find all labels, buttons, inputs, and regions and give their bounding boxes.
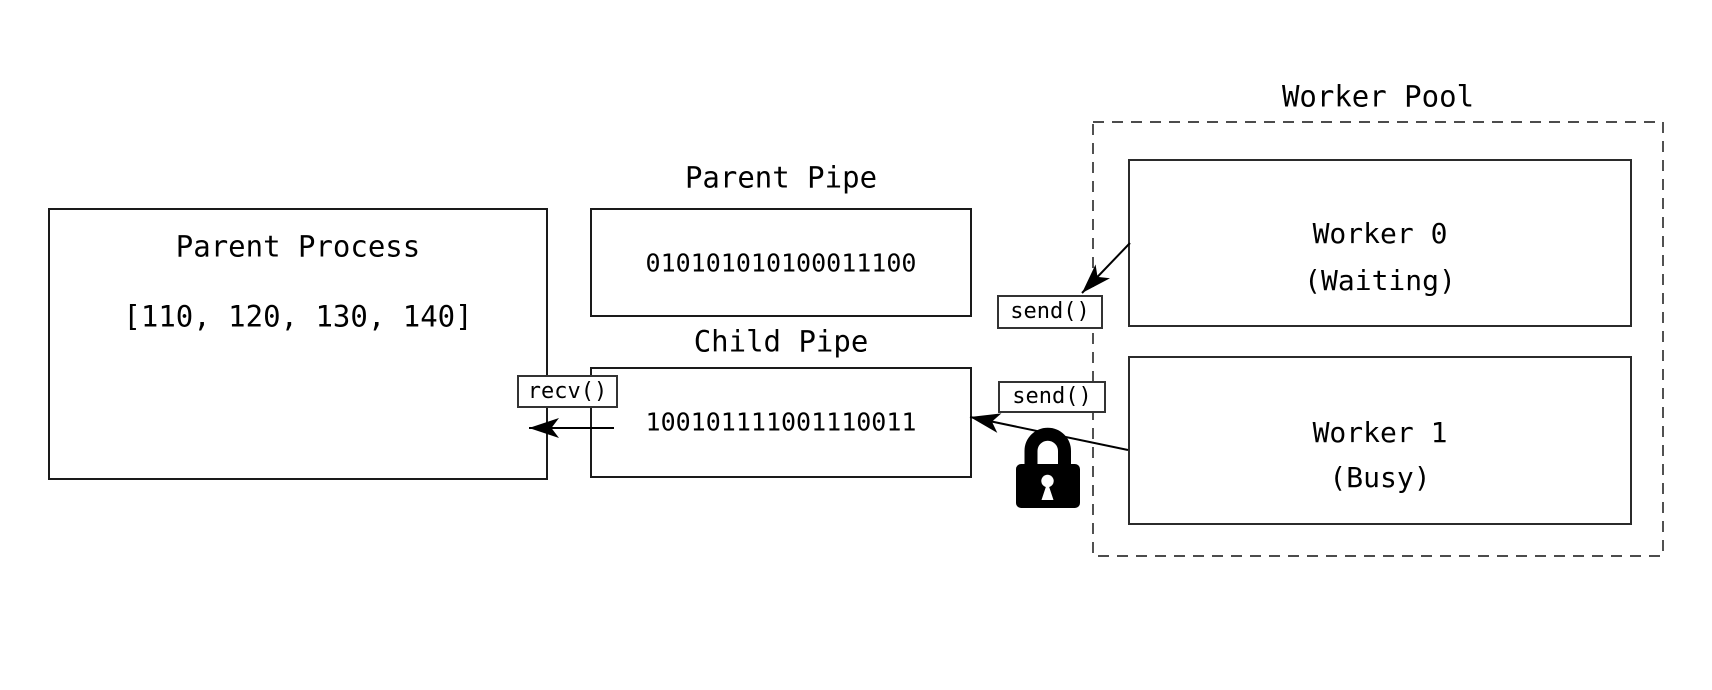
worker-0-status: (Waiting) bbox=[1304, 264, 1456, 297]
child-pipe-binary-data: 100101111001110011 bbox=[645, 407, 917, 437]
send-call-label-worker0: send() bbox=[997, 295, 1103, 329]
send-arrow-worker0 bbox=[1081, 242, 1131, 294]
recv-call-label: recv() bbox=[517, 375, 618, 408]
parent-process-title: Parent Process bbox=[175, 229, 421, 264]
child-pipe-title: Child Pipe bbox=[693, 324, 869, 359]
parent-process-box bbox=[48, 208, 548, 480]
worker-0-name: Worker 0 bbox=[1312, 217, 1448, 250]
worker-1-status: (Busy) bbox=[1329, 461, 1431, 494]
worker-1-name: Worker 1 bbox=[1312, 416, 1448, 449]
parent-pipe-binary-data: 010101010100011100 bbox=[645, 248, 917, 278]
lock-icon bbox=[1016, 427, 1080, 508]
send-call-label-worker1: send() bbox=[998, 381, 1106, 413]
parent-pipe-box bbox=[590, 208, 972, 317]
worker-pool-title: Worker Pool bbox=[1281, 79, 1475, 114]
child-pipe-box bbox=[590, 367, 972, 478]
parent-process-data-list: [110, 120, 130, 140] bbox=[123, 299, 473, 334]
send-arrow-worker1 bbox=[969, 413, 1129, 451]
parent-pipe-title: Parent Pipe bbox=[684, 160, 878, 195]
